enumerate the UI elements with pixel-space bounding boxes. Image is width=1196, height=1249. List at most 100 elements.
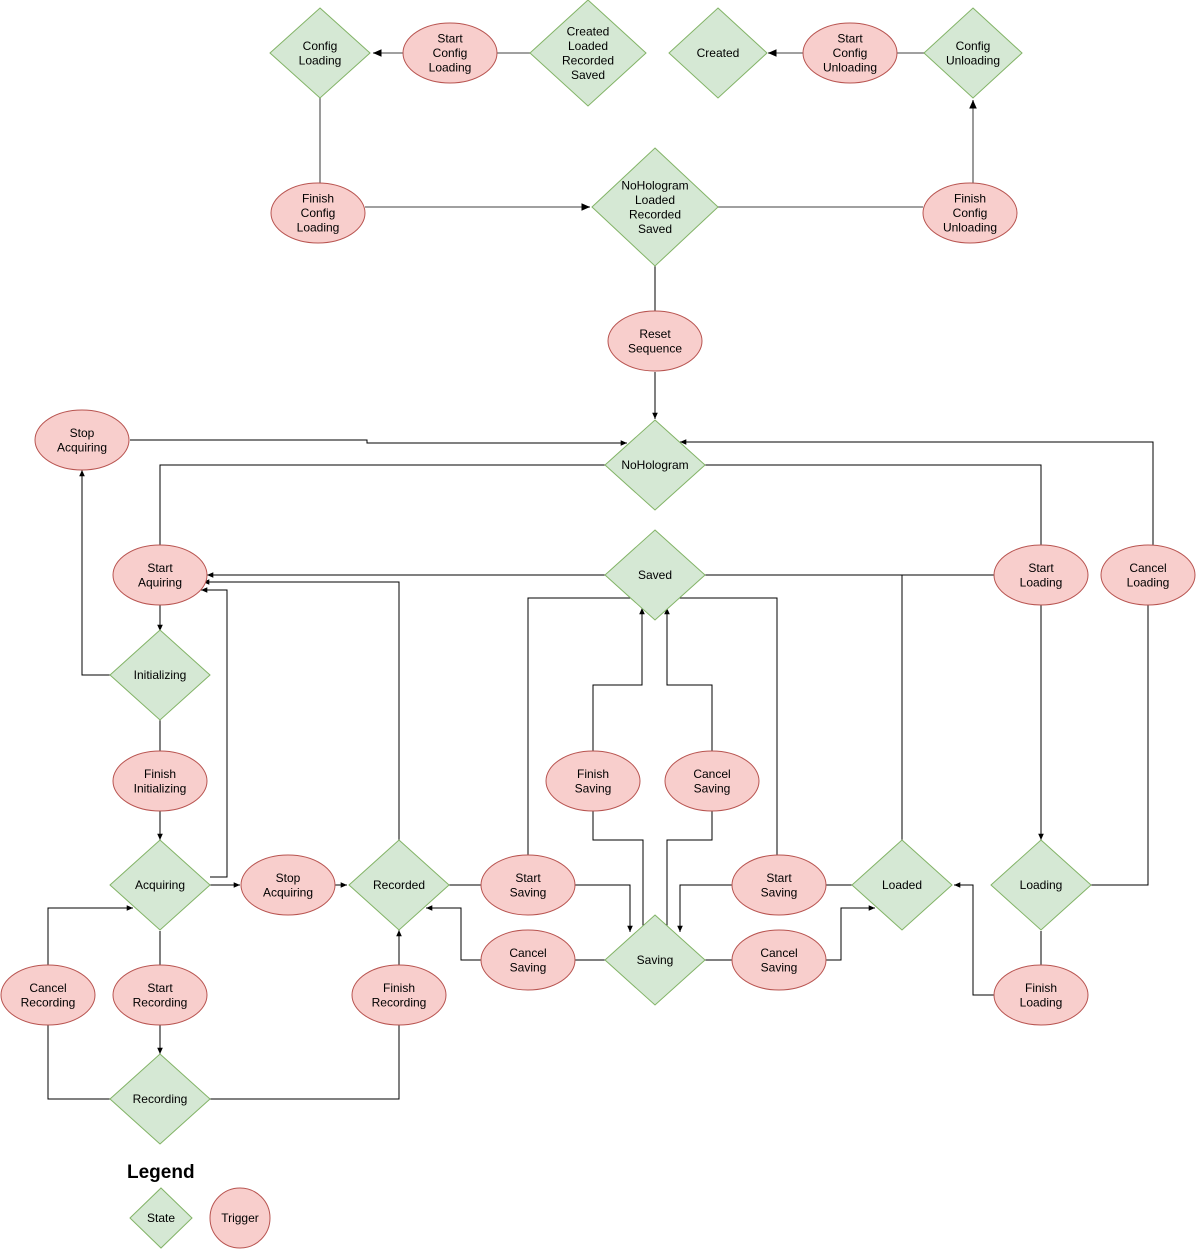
- node-label: Loading: [1020, 995, 1063, 1009]
- node-label: Finish: [383, 981, 415, 995]
- trigger-shape: [664, 750, 760, 812]
- state-shape: [668, 7, 768, 99]
- node-label: Acquiring: [263, 885, 313, 899]
- state-nohologram: NoHologram: [604, 419, 706, 511]
- edge-loading-to-cancel-loading: [1091, 605, 1149, 886]
- trigger-shape: [34, 409, 130, 471]
- node-label: Cancel: [509, 946, 546, 960]
- state-shape: [348, 839, 450, 931]
- state-loaded: Loaded: [851, 839, 953, 931]
- edge-cancel-saving-to-loaded: [826, 905, 875, 961]
- legend-state-shape: [129, 1187, 193, 1249]
- node-label: Acquiring: [135, 878, 185, 892]
- state-shape: [604, 529, 706, 621]
- legend-state-label: State: [147, 1211, 175, 1225]
- node-label: Unloading: [946, 53, 1000, 67]
- trigger-shape: [480, 929, 576, 991]
- node-label: Config: [953, 206, 988, 220]
- trigger-shape: [545, 750, 641, 812]
- node-label: Saving: [694, 781, 731, 795]
- edge-saving-to-cancel-saving: [666, 811, 713, 940]
- node-label: Loading: [299, 53, 342, 67]
- node-label: Stop: [276, 871, 301, 885]
- node-label: Recording: [133, 1092, 188, 1106]
- state-shape: [109, 629, 211, 721]
- edge-finish-saving-to-saved: [592, 608, 645, 751]
- node-label: Saving: [575, 781, 612, 795]
- edge-cancel-saving-to-saved: [664, 608, 713, 751]
- edge-start-saving-right-to-saving: [677, 884, 733, 932]
- node-label: Start: [515, 871, 541, 885]
- node-label: Cancel: [693, 767, 730, 781]
- node-label: Created: [697, 46, 740, 60]
- node-label: Config: [301, 206, 336, 220]
- state-shape: [604, 914, 706, 1006]
- state-recorded: Recorded: [348, 839, 450, 931]
- node-label: Config: [433, 46, 468, 60]
- node-label: Finish: [302, 192, 334, 206]
- trigger-shape: [270, 182, 366, 244]
- edge-start-saving-left-to-saved: [527, 597, 778, 857]
- node-label: Aquiring: [138, 575, 182, 589]
- node-label: Recorded: [373, 878, 425, 892]
- state-initializing: Initializing: [109, 629, 211, 721]
- node-label: Reset: [639, 327, 671, 341]
- legend-trigger-label: Trigger: [221, 1211, 259, 1225]
- trigger-shape: [993, 964, 1089, 1026]
- trigger-shape: [351, 964, 447, 1026]
- node-label: Recorded: [562, 53, 614, 67]
- legend-trigger-shape: [209, 1187, 271, 1249]
- node-label: Cancel: [29, 981, 66, 995]
- edge-stop-acquiring-to-nohologram: [130, 439, 627, 446]
- edge-acquiring-to-start-aquiring: [201, 587, 228, 878]
- node-label: Recording: [21, 995, 76, 1009]
- edge-cancel-loading-to-nohologram: [680, 439, 1154, 547]
- node-label: Loaded: [568, 39, 608, 53]
- state-shape: [109, 839, 211, 931]
- trigger-shape: [607, 310, 703, 372]
- node-label: Loaded: [635, 193, 675, 207]
- trigger-shape: [731, 854, 827, 916]
- node-label: Cancel: [760, 946, 797, 960]
- node-label: Loaded: [882, 878, 922, 892]
- trigger-shape: [112, 544, 208, 606]
- edge-cancel-saving-to-recorded: [426, 905, 482, 961]
- node-label: Start: [837, 32, 863, 46]
- node-label: Stop: [70, 426, 95, 440]
- edge-recording-to-cancel-recording: [47, 1024, 110, 1100]
- node-label: Config: [833, 46, 868, 60]
- node-label: Start: [766, 871, 792, 885]
- node-label: Loading: [1127, 575, 1170, 589]
- node-label: Loading: [297, 221, 340, 235]
- main-edges: [47, 266, 1154, 1100]
- state-shape: [529, 0, 647, 107]
- node-label: Saving: [761, 960, 798, 974]
- state-shape: [604, 419, 706, 511]
- node-label: Loading: [429, 61, 472, 75]
- trigger-shape: [112, 750, 208, 812]
- node-label: NoHologram: [621, 178, 688, 192]
- state-shape: [990, 839, 1092, 931]
- node-label: Saving: [510, 885, 547, 899]
- node-label: Unloading: [823, 61, 877, 75]
- node-label: Loading: [1020, 878, 1063, 892]
- node-label: Saved: [638, 568, 672, 582]
- node-label: Sequence: [628, 341, 682, 355]
- state-shape: [923, 7, 1023, 99]
